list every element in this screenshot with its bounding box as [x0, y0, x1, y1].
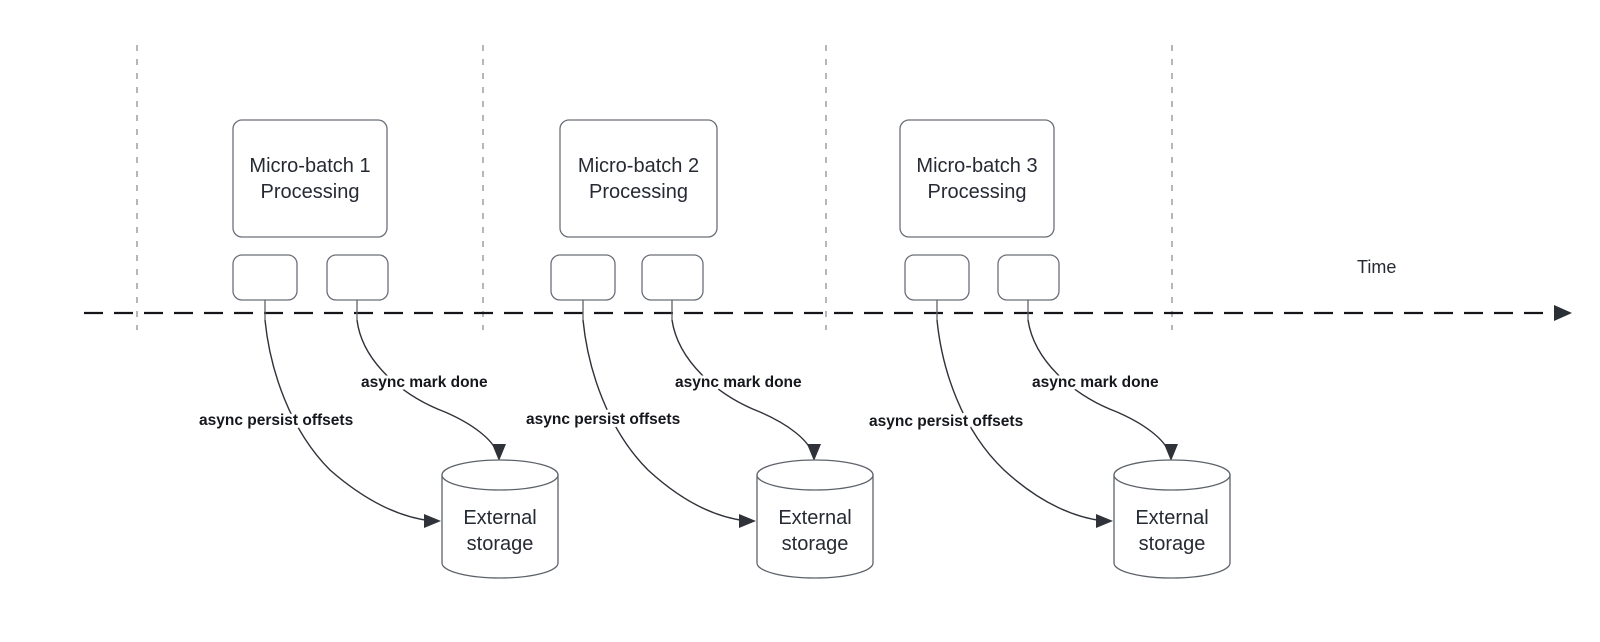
async-persist-offsets-edge: [582, 319, 748, 522]
external-storage-label-line1: External: [1135, 507, 1208, 529]
micro-batch-box-line1: Micro-batch 3: [916, 155, 1037, 177]
async-mark-done-edge-arrowhead-icon: [492, 444, 506, 461]
async-persist-offsets-edge-label-group: async persist offsets: [196, 409, 356, 432]
timeline-arrowhead-icon: [1554, 305, 1572, 321]
async-mark-done-edge: [1027, 319, 1170, 453]
micro-batch-processing-box[interactable]: [899, 119, 1055, 238]
external-storage-cylinder-top: [441, 459, 559, 491]
batch-boundaries: [136, 45, 1173, 330]
micro-batch-processing-box[interactable]: [232, 119, 388, 238]
external-storage-label-line1: External: [778, 507, 851, 529]
external-storage-label-line2: storage: [467, 533, 534, 555]
markdone-tick-box[interactable]: [326, 254, 389, 301]
async-mark-done-edge-arrowhead-icon: [1164, 444, 1178, 461]
micro-batch-processing-box[interactable]: [559, 119, 718, 238]
async-persist-offsets-edge: [936, 319, 1105, 522]
async-persist-offsets-edge-arrowhead-icon: [424, 514, 441, 528]
async-persist-offsets-edge-label-group: async persist offsets: [866, 410, 1026, 433]
async-mark-done-edge-label-group: async mark done: [1029, 371, 1162, 394]
external-storage-label-line1: External: [463, 507, 536, 529]
async-persist-offsets-edge-label: async persist offsets: [199, 412, 353, 429]
micro-batch-box-line1: Micro-batch 2: [578, 155, 699, 177]
async-mark-done-edge: [356, 319, 498, 453]
micro-batch-box-line2: Processing: [589, 181, 688, 203]
external-storage-label-line2: storage: [782, 533, 849, 555]
async-persist-offsets-edge-arrowhead-icon: [1096, 514, 1113, 528]
async-persist-offsets-edge: [264, 319, 433, 522]
offset-tick-box[interactable]: [232, 254, 298, 301]
markdone-tick-box[interactable]: [997, 254, 1060, 301]
async-mark-done-edge: [671, 319, 813, 453]
external-storage-cylinder-body[interactable]: [441, 474, 559, 579]
offset-tick-box[interactable]: [550, 254, 616, 301]
external-storage-cylinder-top: [1113, 459, 1231, 491]
async-mark-done-edge-label: async mark done: [361, 374, 488, 391]
async-mark-done-edge-label: async mark done: [1032, 374, 1159, 391]
offset-tick-box[interactable]: [904, 254, 970, 301]
async-mark-done-edge-arrowhead-icon: [807, 444, 821, 461]
external-storage-cylinder-top: [756, 459, 874, 491]
async-mark-done-edge-label-group: async mark done: [358, 371, 491, 394]
micro-batch-box-line2: Processing: [928, 181, 1027, 203]
external-storage-cylinder-body[interactable]: [1113, 474, 1231, 579]
async-persist-offsets-edge-label: async persist offsets: [526, 411, 680, 428]
edge-labels: async persist offsets async mark done asyn…: [196, 371, 1162, 433]
async-persist-offsets-edge-arrowhead-icon: [739, 514, 756, 528]
time-axis-label: Time: [1357, 257, 1396, 277]
edges: [264, 319, 1178, 528]
time-axis: Time: [84, 257, 1572, 321]
shapes: Micro-batch 1ProcessingExternalstorageMi…: [232, 119, 1231, 579]
external-storage-label-line2: storage: [1139, 533, 1206, 555]
async-mark-done-edge-label: async mark done: [675, 374, 802, 391]
async-persist-offsets-edge-label: async persist offsets: [869, 413, 1023, 430]
async-persist-offsets-edge-label-group: async persist offsets: [523, 408, 683, 431]
micro-batch-box-line1: Micro-batch 1: [249, 155, 370, 177]
async-mark-done-edge-label-group: async mark done: [672, 371, 805, 394]
markdone-tick-box[interactable]: [641, 254, 704, 301]
external-storage-cylinder-body[interactable]: [756, 474, 874, 579]
micro-batch-box-line2: Processing: [261, 181, 360, 203]
